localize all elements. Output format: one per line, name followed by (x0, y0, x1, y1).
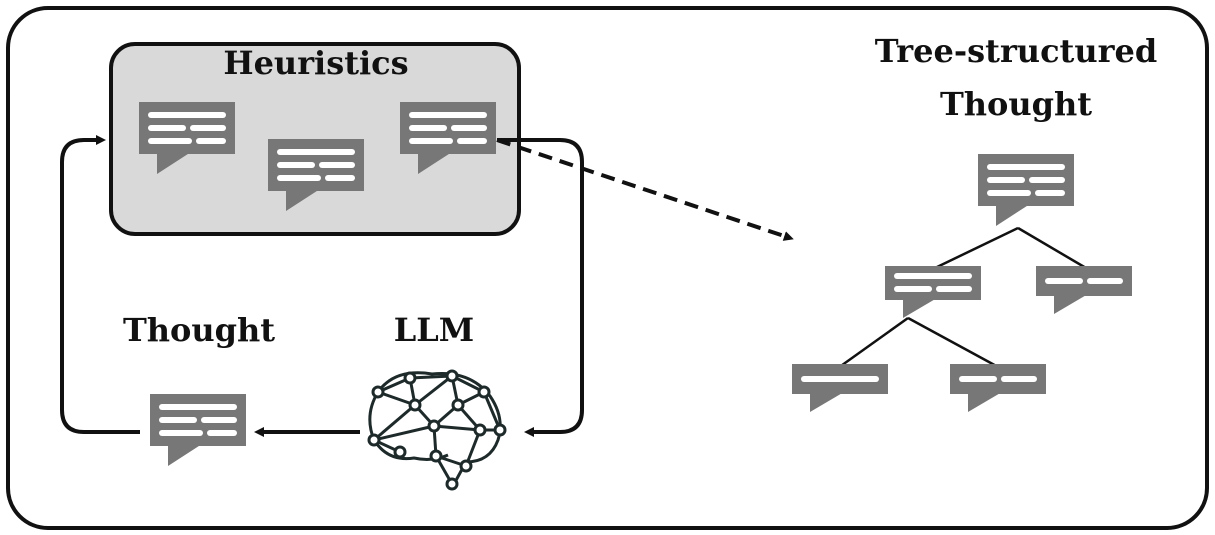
tree-edges (837, 226, 1087, 370)
dashed-arrow-to-tree (496, 138, 794, 241)
heuristics-label: Heuristics (223, 44, 408, 82)
brain-nodes (367, 369, 507, 491)
arrow-heuristics-to-llm (497, 138, 584, 437)
thought-label: Thought (123, 311, 275, 349)
tree-label-line2: Thought (940, 85, 1092, 123)
arrow-thought-to-heuristics (60, 135, 140, 434)
llm-label: LLM (394, 311, 474, 349)
tree-label-line1: Tree-structured (875, 32, 1157, 70)
